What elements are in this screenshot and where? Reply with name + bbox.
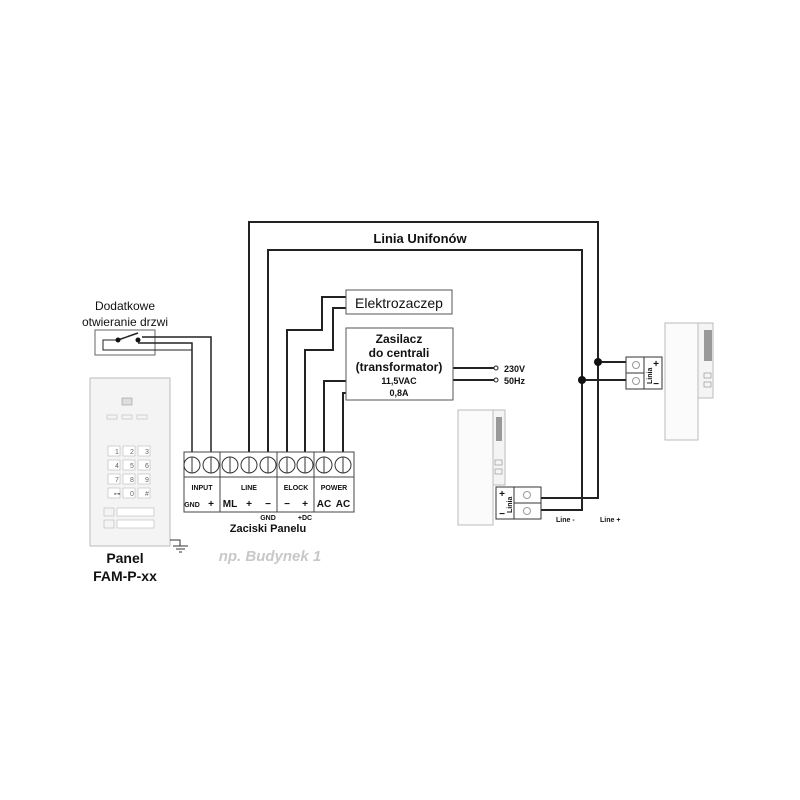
elock-wires: [286, 296, 495, 460]
panel-label: Panel: [106, 550, 143, 566]
terminal-pin-label: −: [265, 499, 271, 510]
extra-open-label: Dodatkowe: [95, 299, 155, 313]
svg-text:ELOCK: ELOCK: [284, 485, 309, 492]
keypad-key: [122, 459, 136, 471]
terminal-pin-label: AC: [317, 499, 331, 510]
terminal-pin-label: GND: [184, 502, 200, 509]
keypad-key: [107, 459, 121, 471]
terminal-pin-label: −: [284, 499, 290, 510]
terminal-group-labels: INPUT LINE ELOCK POWER: [192, 485, 348, 492]
keypad-key: [122, 445, 136, 457]
psu-label: do centrali: [369, 346, 430, 360]
keypad-key: [107, 487, 121, 499]
junction-dot: [578, 376, 586, 384]
svg-text:−: −: [653, 379, 659, 390]
svg-text:Linia: Linia: [647, 368, 654, 384]
line-label: Linia Unifonów: [373, 231, 467, 246]
svg-text:POWER: POWER: [321, 485, 347, 492]
keypad-key-label: 6: [145, 463, 149, 470]
svg-text:−: −: [499, 509, 505, 520]
terminal-block: [183, 451, 355, 513]
keypad-key-label: 2: [130, 449, 134, 456]
keypad-key-label: 1: [115, 449, 119, 456]
terminal-pin-label: ML: [223, 499, 237, 510]
keypad-key-label: ⊶: [114, 491, 121, 498]
keypad-key-label: 8: [130, 477, 134, 484]
building-label: np. Budynek 1: [219, 548, 322, 565]
handset-right-terminal: + − Linia: [625, 356, 663, 390]
mains-voltage: 230V: [504, 364, 525, 374]
keypad-key-label: #: [145, 491, 149, 498]
line-minus-label: Line -: [556, 517, 575, 524]
terminal-pin-label: +: [302, 499, 308, 510]
handset-left-terminal: + − Linia: [495, 486, 542, 520]
svg-text:INPUT: INPUT: [192, 485, 214, 492]
elock-label: Elektrozaczep: [355, 295, 443, 311]
switch-icon: [102, 332, 212, 460]
psu-label: (transformator): [356, 360, 443, 374]
junction-dot: [594, 358, 602, 366]
ground-icon: [170, 539, 188, 553]
svg-text:LINE: LINE: [241, 485, 257, 492]
svg-text:+: +: [499, 489, 505, 500]
dc-sublabel: +DC: [298, 515, 312, 522]
terminal-pin-label: +: [246, 499, 252, 510]
keypad-key: [137, 459, 151, 471]
terminal-pin-label: AC: [336, 499, 350, 510]
keypad-key: [107, 473, 121, 485]
terminal-pin-label: +: [208, 499, 214, 510]
panel-model: FAM-P-xx: [93, 568, 157, 584]
terminals-title: Zaciski Panelu: [230, 523, 306, 535]
keypad-key-label: 9: [145, 477, 149, 484]
svg-text:+: +: [653, 359, 659, 370]
gnd-sublabel: GND: [260, 515, 276, 522]
keypad-key: [107, 445, 121, 457]
keypad-key-label: 5: [130, 463, 134, 470]
terminal-pins: GND + ML + − − + AC AC: [184, 499, 350, 510]
handset-left: [457, 409, 506, 526]
keypad-key: [137, 445, 151, 457]
keypad-key-label: 3: [145, 449, 149, 456]
keypad-key: [137, 473, 151, 485]
keypad-key: [122, 487, 136, 499]
keypad-key: [137, 487, 151, 499]
keypad-key-label: 4: [115, 463, 119, 470]
line-plus-label: Line +: [600, 517, 620, 524]
psu-label: 11,5VAC: [381, 376, 417, 386]
unifon-line-wires: [248, 221, 626, 511]
handset-right: [664, 322, 714, 441]
mains-frequency: 50Hz: [504, 376, 526, 386]
keypad-key-label: 7: [115, 477, 119, 484]
keypad-key-label: 0: [130, 491, 134, 498]
svg-text:Linia: Linia: [507, 497, 514, 513]
psu-box: [345, 327, 454, 401]
psu-label: 0,8A: [389, 388, 409, 398]
elock-box: [345, 289, 453, 315]
door-panel-device: 1 2 3 4 5 6 7 8 9 ⊶ 0 #: [89, 377, 171, 547]
extra-open-label: otwieranie drzwi: [82, 315, 168, 329]
psu-label: Zasilacz: [376, 332, 423, 346]
keypad-key: [122, 473, 136, 485]
